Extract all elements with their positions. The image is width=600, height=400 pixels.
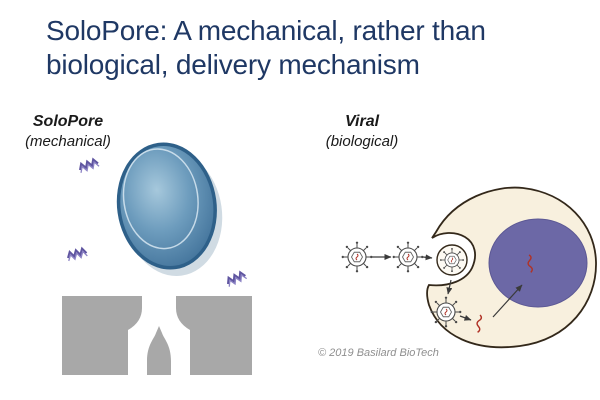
dna-fragment-icon <box>224 269 248 288</box>
right-caption-label: Viral <box>344 113 380 130</box>
slide-title: SoloPore: A mechanical, rather than biol… <box>46 14 576 82</box>
arrow-icon <box>446 279 453 295</box>
dna-fragment-icon <box>65 246 89 262</box>
copyright-note: © 2019 Basilard BioTech <box>318 347 439 359</box>
virus-icon <box>341 241 373 273</box>
arrow-icon <box>492 284 523 318</box>
arrow-icon <box>422 254 433 261</box>
dna-fragment-icon <box>77 157 101 174</box>
virus-icon <box>439 247 465 273</box>
solopore-panel <box>62 142 252 375</box>
virus-icon <box>392 241 424 273</box>
left-caption-sublabel: (mechanical) <box>25 133 111 150</box>
chip-right-block <box>176 296 252 375</box>
chip-left-block <box>62 296 142 375</box>
title-line-1: SoloPore: A mechanical, rather than <box>46 15 486 46</box>
microfluidic-chip-icon <box>62 296 252 375</box>
cell-body <box>116 142 217 270</box>
virus-icon <box>430 296 462 328</box>
left-caption: SoloPore (mechanical) <box>16 112 120 151</box>
chip-nozzle <box>147 326 171 375</box>
left-caption-label: SoloPore <box>32 113 104 130</box>
viral-panel <box>341 186 597 349</box>
arrow-icon <box>459 314 472 321</box>
pathway-arrows <box>372 254 523 321</box>
title-line-2: biological, delivery mechanism <box>46 49 420 80</box>
cell-inner-membrane <box>122 148 199 250</box>
right-caption: Viral (biological) <box>316 112 408 151</box>
solopore-cell-icon <box>116 142 223 276</box>
nucleus-icon <box>488 218 588 308</box>
right-caption-sublabel: (biological) <box>325 133 399 150</box>
